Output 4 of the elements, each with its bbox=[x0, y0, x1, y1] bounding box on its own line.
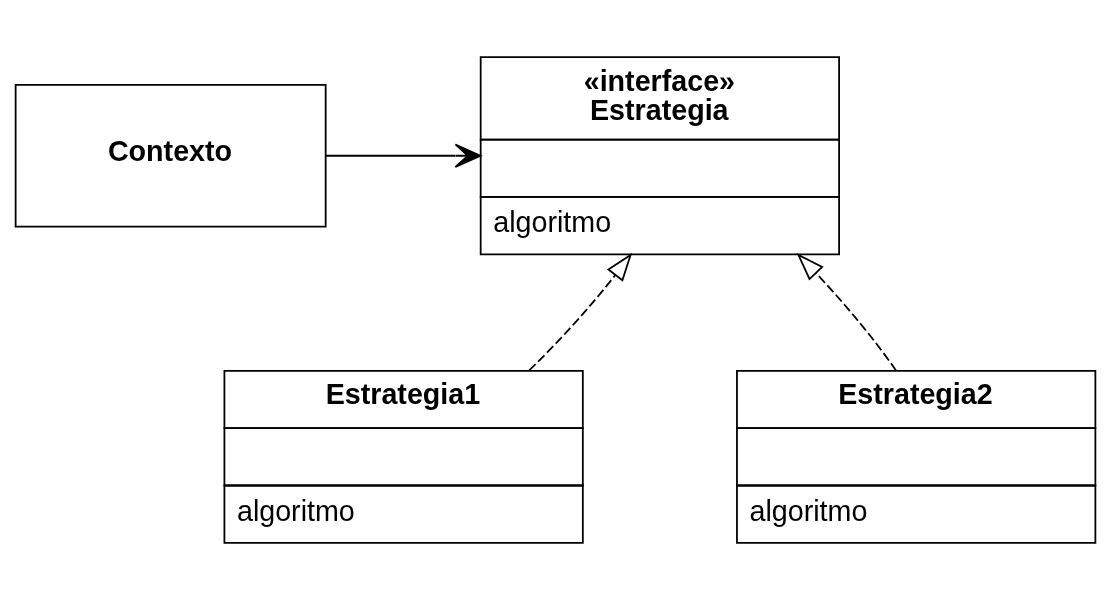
arrow bbox=[325, 143, 482, 168]
node-box: Contexto bbox=[14, 83, 327, 227]
arrow bbox=[528, 252, 633, 371]
arrow bbox=[796, 252, 897, 371]
